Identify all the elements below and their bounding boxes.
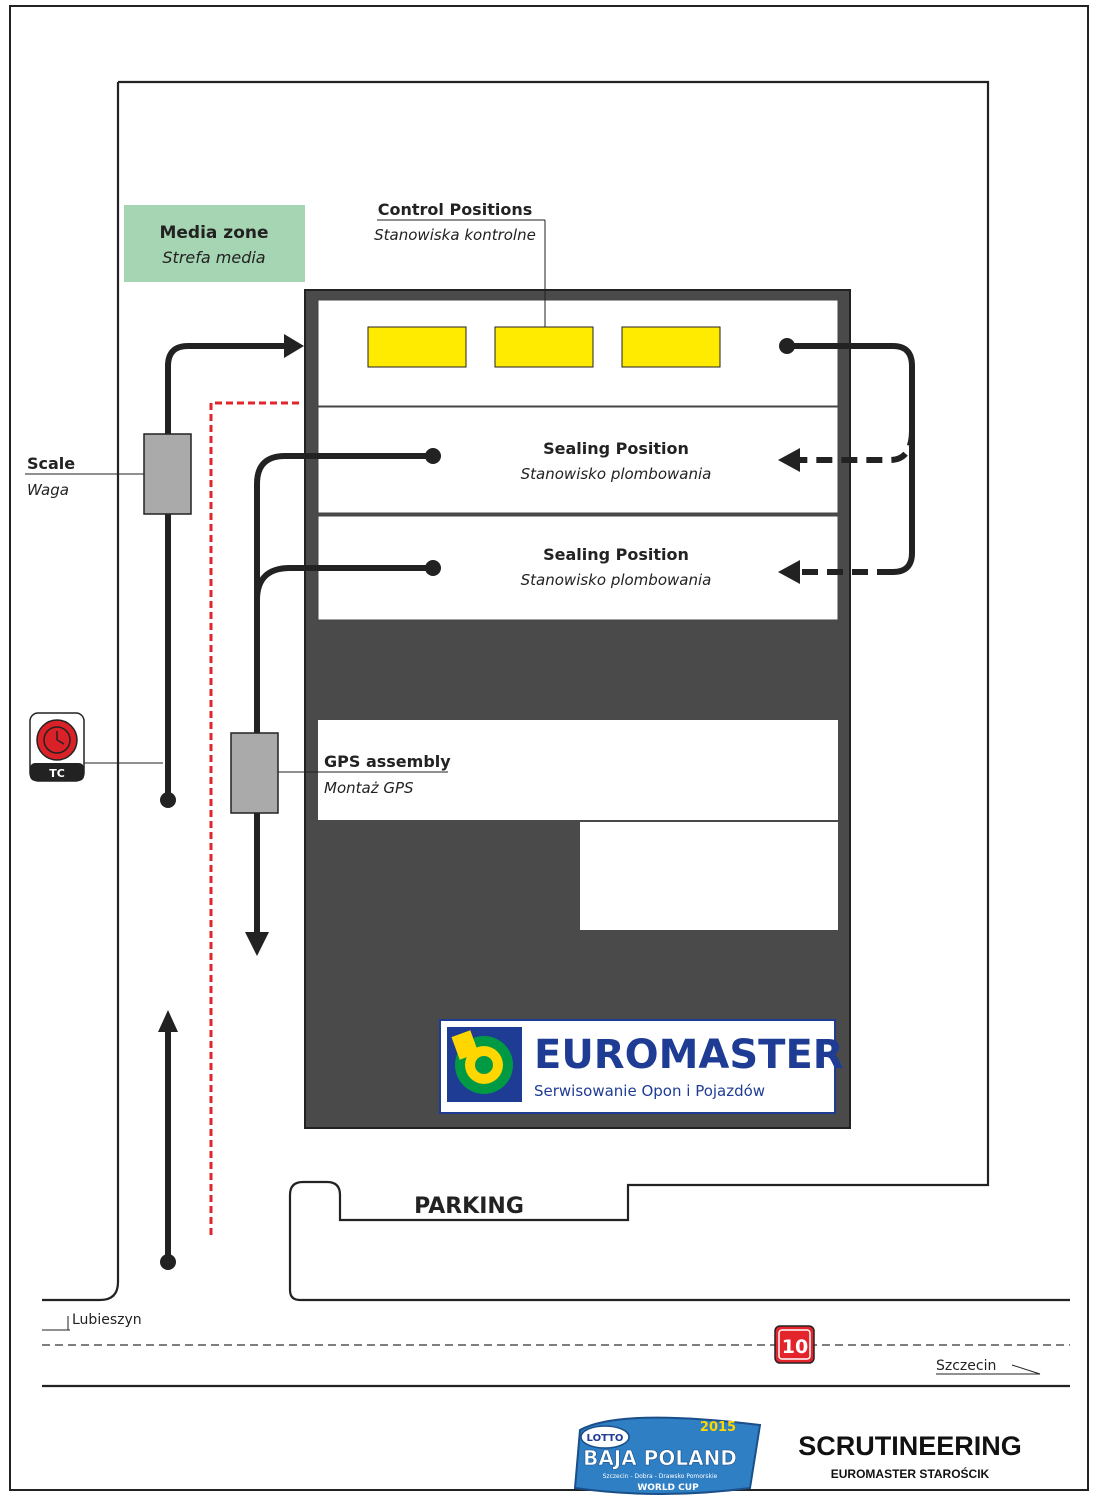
- exit-route: [254, 565, 433, 601]
- media-zone: [124, 205, 305, 282]
- sealing-area-1: [317, 406, 839, 514]
- euromaster-brand: EUROMASTER: [534, 1032, 844, 1078]
- route-number: 10: [782, 1336, 808, 1358]
- sealing-position-title: Sealing Position: [543, 545, 689, 564]
- parking-label: PARKING: [414, 1194, 524, 1219]
- site-boundary: [118, 80, 1070, 1302]
- site-boundary-left: [42, 82, 120, 1302]
- event-name: BAJA POLAND: [583, 1446, 737, 1470]
- scale-pad: [143, 433, 192, 515]
- event-places: Szczecin - Dobra - Drawsko Pomorskie: [603, 1473, 718, 1480]
- tc-label: TC: [49, 767, 65, 780]
- route-arrowhead: [778, 560, 800, 584]
- time-control-badge: TC: [29, 712, 85, 782]
- lotto-label: LOTTO: [587, 1433, 624, 1444]
- scale-title: Scale: [27, 454, 75, 473]
- route-start-dot: [160, 792, 176, 808]
- return-loop: [787, 343, 915, 575]
- scale-subtitle: Waga: [27, 481, 69, 499]
- page-frame: [9, 5, 1089, 1491]
- route-number-sign: 10: [774, 1325, 815, 1364]
- sealing-position-subtitle: Stanowisko plombowania: [521, 465, 712, 483]
- route-start-dot: [779, 338, 795, 354]
- route-start-dot: [425, 448, 441, 464]
- media-zone-title: Media zone: [159, 223, 268, 243]
- direction-arrow-left-icon: [42, 1316, 69, 1331]
- direction-arrow-right-icon: [1011, 1364, 1041, 1375]
- event-cup: WORLD CUP: [637, 1483, 699, 1493]
- road-destination-right: Szczecin: [936, 1358, 996, 1374]
- route-arrowhead: [158, 1010, 178, 1032]
- footer-subtitle: EUROMASTER STAROŚCIK: [831, 1466, 990, 1481]
- sealing-position-title: Sealing Position: [543, 439, 689, 458]
- baja-poland-logo: LOTTO 2015 BAJA POLAND Szczecin - Dobra …: [573, 1416, 762, 1495]
- control-slot: [621, 326, 721, 368]
- control-slot: [494, 326, 594, 368]
- entry-route: [165, 343, 288, 800]
- control-slot: [367, 326, 467, 368]
- route-arrowhead: [245, 932, 269, 956]
- euromaster-tagline: Serwisowanie Opon i Pojazdów: [534, 1082, 765, 1100]
- euromaster-sign: EUROMASTER Serwisowanie Opon i Pojazdów: [439, 1019, 844, 1114]
- dashed-route: [800, 429, 915, 463]
- media-zone-subtitle: Strefa media: [162, 248, 265, 267]
- route-arrowhead: [284, 334, 304, 358]
- sealing-position-subtitle: Stanowisko plombowania: [521, 571, 712, 589]
- media-walking-path: [209, 401, 303, 1235]
- footer-title: SCRUTINEERING: [798, 1431, 1022, 1461]
- control-positions-title: Control Positions: [378, 200, 532, 219]
- office-area: [580, 822, 838, 930]
- route-arrowhead: [778, 448, 800, 472]
- control-positions-subtitle: Stanowiska kontrolne: [374, 226, 536, 244]
- event-year: 2015: [700, 1420, 736, 1435]
- gps-pad: [230, 732, 279, 814]
- road-destination-left: Lubieszyn: [72, 1312, 142, 1328]
- route-start-dot: [160, 1254, 176, 1270]
- route-start-dot: [425, 560, 441, 576]
- gps-subtitle: Montaż GPS: [324, 779, 414, 797]
- exit-route: [254, 453, 433, 935]
- gps-area: [318, 720, 838, 820]
- gps-title: GPS assembly: [324, 752, 451, 771]
